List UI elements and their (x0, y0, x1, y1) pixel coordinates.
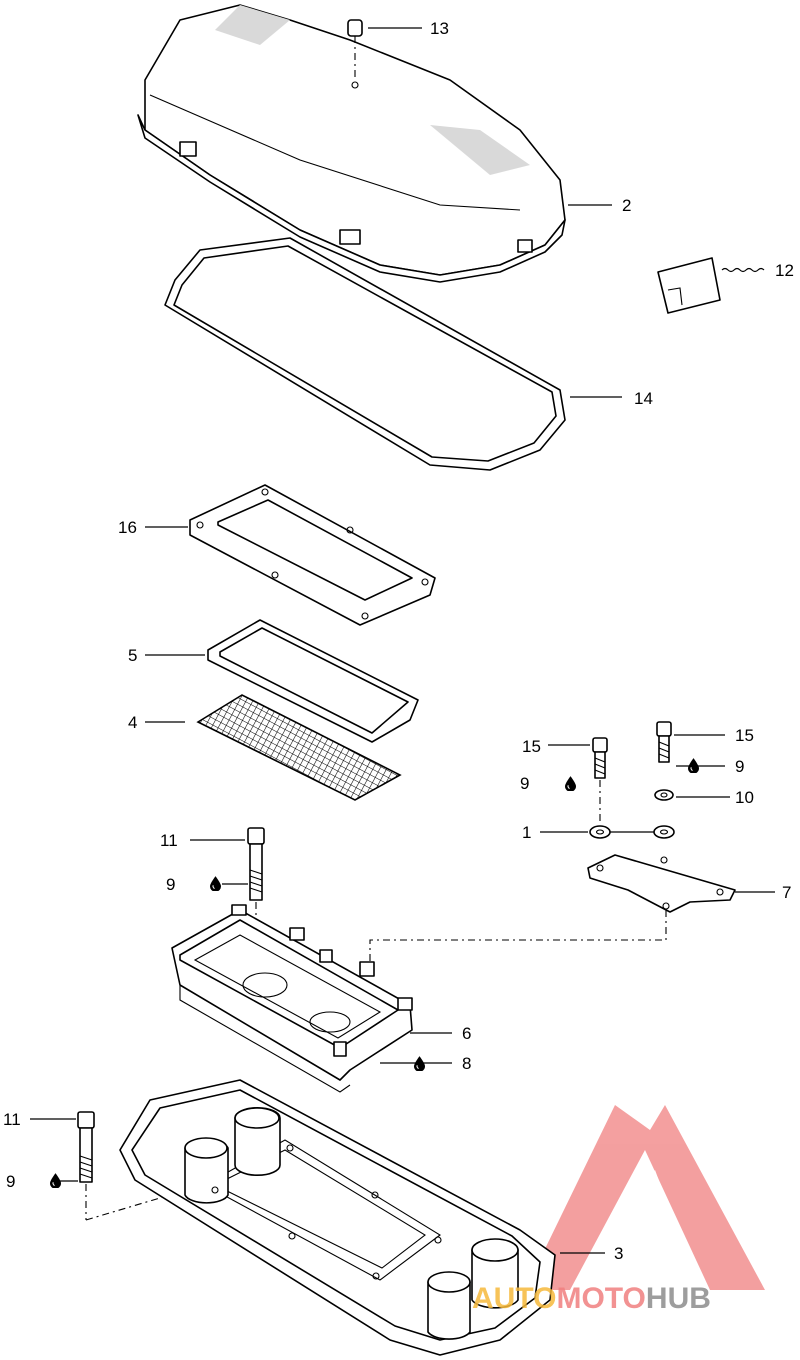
part-12-clip (657, 257, 721, 314)
callout-15-right: 15 (735, 726, 754, 745)
watermark-text: AUTOMOTOHUB (472, 1282, 711, 1315)
callout-2: 2 (622, 196, 631, 215)
part-4-mesh-filter (196, 694, 402, 801)
svg-text:AUTOMOTOHUB: AUTOMOTOHUB (472, 1282, 711, 1315)
callout-1: 1 (522, 823, 531, 842)
callout-16: 16 (118, 518, 137, 537)
part-16-gasket (189, 484, 436, 626)
callout-11-upper: 11 (160, 831, 178, 850)
callout-4: 4 (128, 713, 137, 732)
callout-5: 5 (128, 646, 137, 665)
part-3-lower-housing (119, 1079, 556, 1356)
drop-icon (688, 758, 699, 773)
watermark-auto: AUTO (472, 1282, 556, 1315)
callout-15-left: 15 (522, 737, 541, 756)
part-2-upper-cover (137, 4, 566, 283)
drop-icon (565, 776, 576, 791)
part-5-seal (207, 619, 419, 743)
callout-3: 3 (614, 1244, 623, 1263)
callout-14: 14 (634, 389, 653, 408)
watermark-moto: MOTO (556, 1282, 645, 1315)
callout-7: 7 (782, 883, 791, 902)
callout-8: 8 (462, 1054, 471, 1073)
callout-13: 13 (430, 19, 449, 38)
drop-icon (210, 876, 221, 891)
drop-icon (414, 1056, 425, 1071)
part-14-cover-gasket (164, 237, 566, 471)
callout-10: 10 (735, 788, 754, 807)
callout-9-left: 9 (520, 774, 529, 793)
part-11-bolt-upper (247, 827, 265, 968)
part-11-bolt-lower (77, 1111, 171, 1221)
callout-9-right: 9 (735, 757, 744, 776)
callout-12: 12 (775, 261, 794, 280)
callout-9-lower: 9 (6, 1172, 15, 1191)
drop-icon (50, 1173, 61, 1188)
callout-11-lower: 11 (3, 1110, 21, 1129)
callout-9-middle: 9 (166, 875, 175, 894)
watermark-hub: HUB (646, 1282, 711, 1315)
part-15-bolt-left (592, 737, 608, 825)
part-1-washers (589, 825, 675, 839)
watermark-logo (525, 1105, 765, 1290)
part-6-housing (171, 904, 413, 1093)
part-13-grommet (347, 19, 363, 89)
part-10-washer (654, 789, 674, 801)
part-7-bracket (369, 854, 736, 968)
callout-6: 6 (462, 1024, 471, 1043)
part-15-bolt-right (656, 721, 672, 763)
